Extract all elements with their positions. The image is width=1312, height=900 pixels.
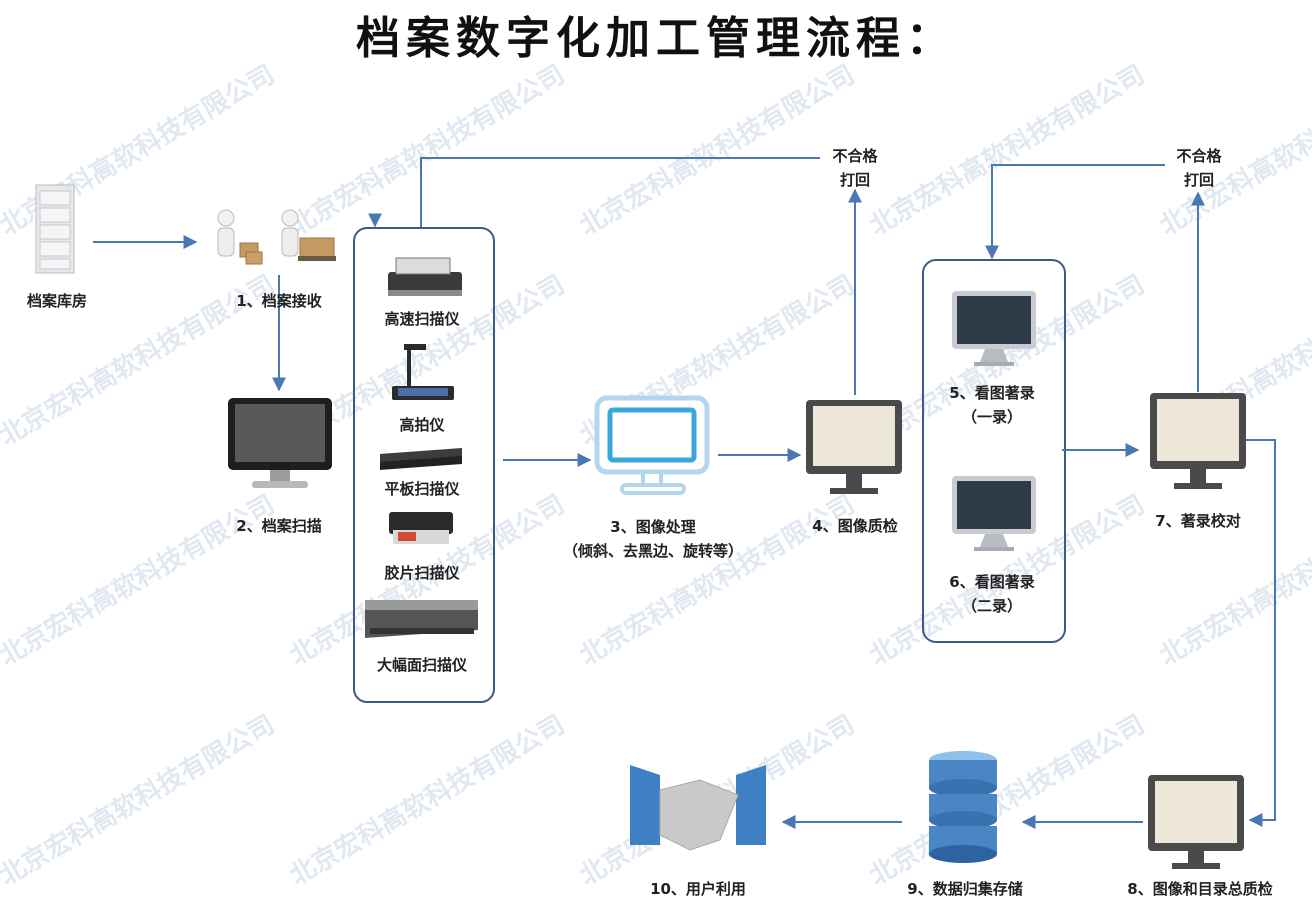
reject-left-label: 不合格: [832, 147, 878, 165]
node-final-qc-label: 8、图像和目录总质检: [1127, 880, 1273, 898]
node-catalog1-label: 5、看图著录: [949, 384, 1035, 402]
node-catalog1-sublabel: （一录）: [961, 408, 1022, 426]
page-title: 档案数字化加工管理流程：: [356, 13, 956, 64]
catalog2-monitor-icon: [952, 476, 1036, 551]
node-receive-label: 1、档案接收: [236, 292, 322, 310]
workers-icon: [217, 209, 336, 265]
node-user-label: 10、用户利用: [650, 880, 746, 898]
proofread-monitor-icon: [1150, 393, 1246, 489]
film-scanner-icon: [389, 512, 453, 544]
large-format-scanner-icon: [365, 600, 478, 638]
camera-scanner-icon: [392, 344, 454, 400]
processing-monitor-icon: [594, 395, 710, 495]
node-process-sublabel: （倾斜、去黑边、旋转等）: [562, 542, 743, 560]
node-catalog2-sublabel: （二录）: [961, 597, 1022, 615]
device-camera-label: 高拍仪: [399, 416, 445, 434]
node-db-label: 9、数据归集存储: [907, 880, 1023, 898]
arrow-proof-to-finalqc: [1245, 439, 1276, 827]
node-catalog2-label: 6、看图著录: [949, 573, 1035, 591]
device-film-label: 胶片扫描仪: [384, 564, 460, 582]
device-highspeed-label: 高速扫描仪: [384, 310, 460, 328]
scan-monitor-icon: [228, 398, 332, 488]
node-scan-label: 2、档案扫描: [236, 517, 322, 535]
qc-monitor-icon: [806, 400, 902, 494]
device-large-label: 大幅面扫描仪: [376, 656, 467, 674]
reject-right-sublabel: 打回: [1183, 171, 1214, 189]
handshake-icon: [630, 765, 766, 851]
arrow-reject-back-to-catalog: [985, 164, 1165, 260]
node-proofread-label: 7、著录校对: [1155, 512, 1241, 530]
flatbed-scanner-icon: [380, 448, 462, 470]
arrow-reject-back-to-devices: [420, 157, 820, 227]
highspeed-scanner-icon: [388, 257, 462, 296]
device-flatbed-label: 平板扫描仪: [384, 480, 460, 498]
reject-left-sublabel: 打回: [839, 171, 870, 189]
node-qc-label: 4、图像质检: [812, 517, 898, 535]
scanner-group: [353, 227, 495, 703]
database-icon: [929, 751, 997, 863]
node-process-label: 3、图像处理: [610, 518, 696, 536]
reject-right-label: 不合格: [1176, 147, 1222, 165]
catalog1-monitor-icon: [952, 291, 1036, 366]
cabinet-icon: [35, 184, 75, 274]
node-storage-label: 档案库房: [26, 292, 87, 310]
final-qc-monitor-icon: [1148, 775, 1244, 869]
